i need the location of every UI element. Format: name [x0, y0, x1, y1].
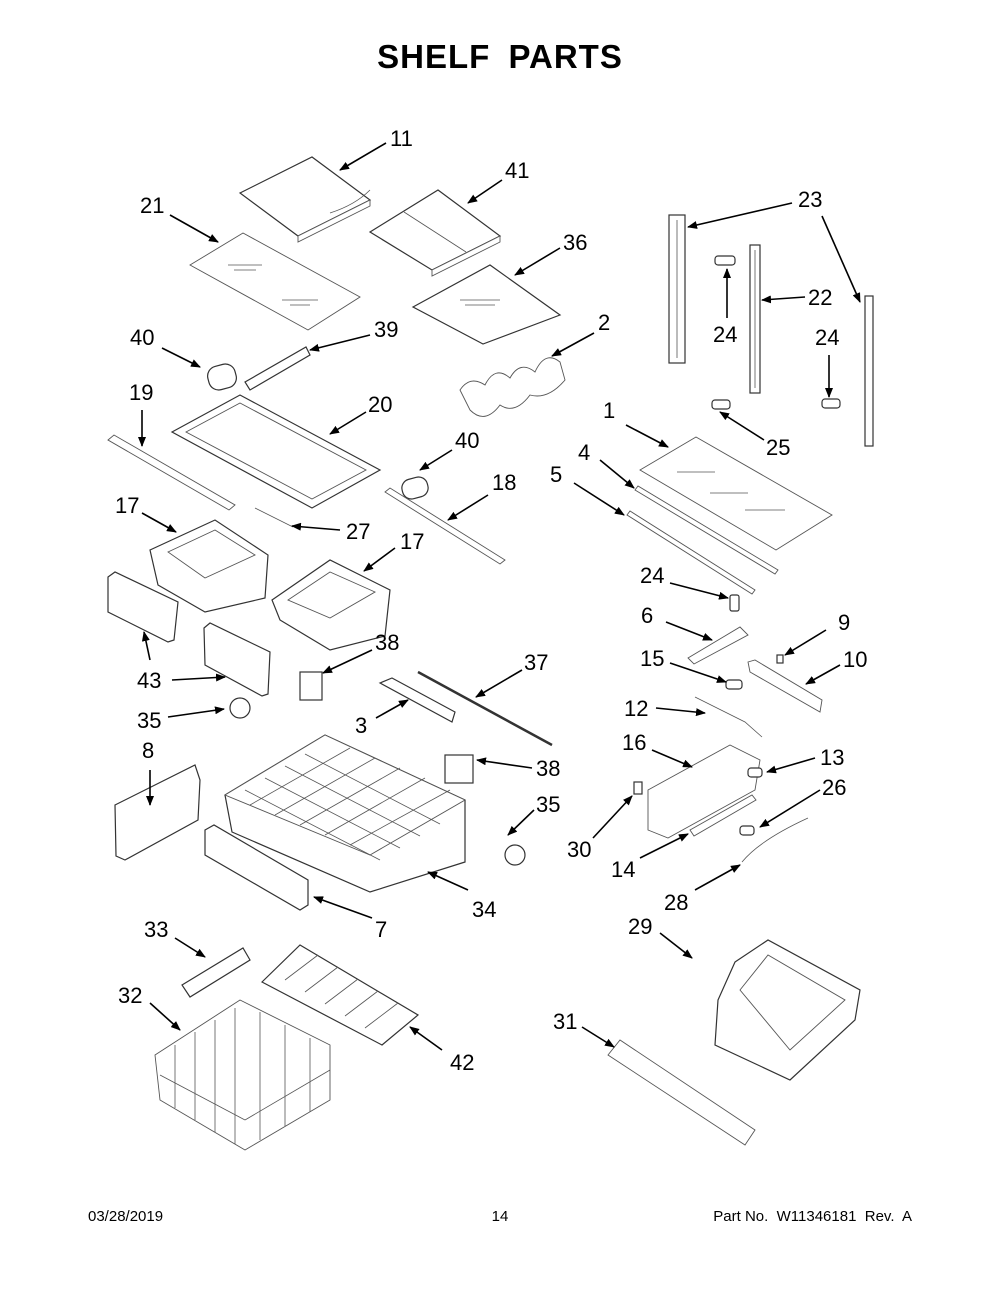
callout-20: 20 [368, 392, 392, 417]
callout-43: 43 [137, 668, 161, 693]
callout-42: 42 [450, 1050, 474, 1075]
part-shelf-41 [368, 189, 502, 277]
part-crisper-17 [149, 519, 391, 651]
callout-17: 17 [400, 529, 424, 554]
part-slide-14 [689, 794, 757, 837]
callout-4: 4 [578, 440, 590, 465]
part-trim-5 [626, 510, 756, 595]
callout-labels: 11 41 21 36 23 22 24 24 2 40 39 19 20 25… [115, 126, 867, 1075]
callout-32: 32 [118, 983, 142, 1008]
part-shelf-36 [411, 264, 562, 345]
callout-24: 24 [713, 322, 737, 347]
part-bin-29 [714, 939, 861, 1081]
part-gear-35 [229, 697, 526, 866]
callout-21: 21 [140, 193, 164, 218]
footer-page-number: 14 [491, 1208, 509, 1225]
part-bracket-6 [687, 626, 749, 665]
part-glass-shelf-1 [639, 436, 833, 551]
part-rail-22 [749, 244, 761, 394]
callout-36: 36 [563, 230, 587, 255]
part-wire-basket-32 [154, 999, 331, 1151]
part-screw-13 [739, 767, 763, 836]
part-handle-43 [107, 571, 271, 697]
part-clip-30 [633, 781, 643, 795]
callout-26: 26 [822, 775, 846, 800]
callout-14: 14 [611, 857, 635, 882]
callout-35: 35 [536, 792, 560, 817]
callout-38: 38 [375, 630, 399, 655]
callout-8: 8 [142, 738, 154, 763]
callout-34: 34 [472, 897, 496, 922]
callout-12: 12 [624, 696, 648, 721]
callout-35: 35 [137, 708, 161, 733]
part-handle-31 [607, 1039, 756, 1146]
callout-38: 38 [536, 756, 560, 781]
callout-15: 15 [640, 646, 664, 671]
part-link-12 [694, 696, 763, 738]
part-slide-3 [378, 677, 456, 723]
part-rail-10 [747, 659, 823, 713]
callout-5: 5 [550, 462, 562, 487]
part-screw-24 [711, 255, 841, 690]
callout-22: 22 [808, 285, 832, 310]
callout-17: 17 [115, 493, 139, 518]
part-housing-16 [647, 744, 761, 839]
part-cable-28 [741, 817, 809, 863]
part-rod-37 [417, 670, 553, 747]
part-bracket-38 [299, 671, 474, 784]
callout-16: 16 [622, 730, 646, 755]
part-divider-33 [181, 947, 251, 998]
callout-3: 3 [355, 713, 367, 738]
part-glass-shelf-21 [189, 232, 361, 331]
callout-37: 37 [524, 650, 548, 675]
part-rail-23 [668, 214, 874, 447]
callout-24: 24 [640, 563, 664, 588]
part-grate-42 [260, 944, 420, 1046]
leader-arrows [138, 142, 861, 1051]
part-shelf-frame-20 [170, 394, 382, 509]
part-cap-40 [207, 363, 429, 500]
callout-40: 40 [130, 325, 154, 350]
part-shelf-11 [238, 156, 372, 243]
callout-11: 11 [390, 126, 413, 151]
callout-31: 31 [553, 1009, 577, 1034]
part-trim-4 [634, 485, 779, 575]
part-divider-8 [114, 764, 201, 861]
part-rod-27 [254, 507, 294, 528]
callout-28: 28 [664, 890, 688, 915]
part-trim-19 [107, 434, 236, 511]
callout-6: 6 [641, 603, 653, 628]
callout-2: 2 [598, 310, 610, 335]
callout-24: 24 [815, 325, 839, 350]
callout-27: 27 [346, 519, 370, 544]
callout-25: 25 [766, 435, 790, 460]
part-bracket-39 [244, 346, 311, 391]
callout-41: 41 [505, 158, 529, 183]
footer-date: 03/28/2019 [88, 1208, 164, 1225]
page-title: SHELF PARTS [377, 38, 623, 75]
callout-29: 29 [628, 914, 652, 939]
callout-13: 13 [820, 745, 844, 770]
callout-40: 40 [455, 428, 479, 453]
callout-9: 9 [838, 610, 850, 635]
part-clip-9 [776, 654, 784, 664]
part-wire-basket-34 [224, 734, 466, 893]
part-wine-rack-2 [459, 357, 566, 417]
part-divider-7 [204, 824, 309, 911]
callout-30: 30 [567, 837, 591, 862]
callout-19: 19 [129, 380, 153, 405]
callout-33: 33 [144, 917, 168, 942]
footer-part-number: Part No. W11346181 Rev. A [713, 1208, 912, 1225]
callout-23: 23 [798, 187, 822, 212]
callout-7: 7 [375, 917, 387, 942]
callout-10: 10 [843, 647, 867, 672]
part-trim-18 [384, 487, 506, 565]
callout-39: 39 [374, 317, 398, 342]
callout-18: 18 [492, 470, 516, 495]
callout-1: 1 [603, 398, 615, 423]
